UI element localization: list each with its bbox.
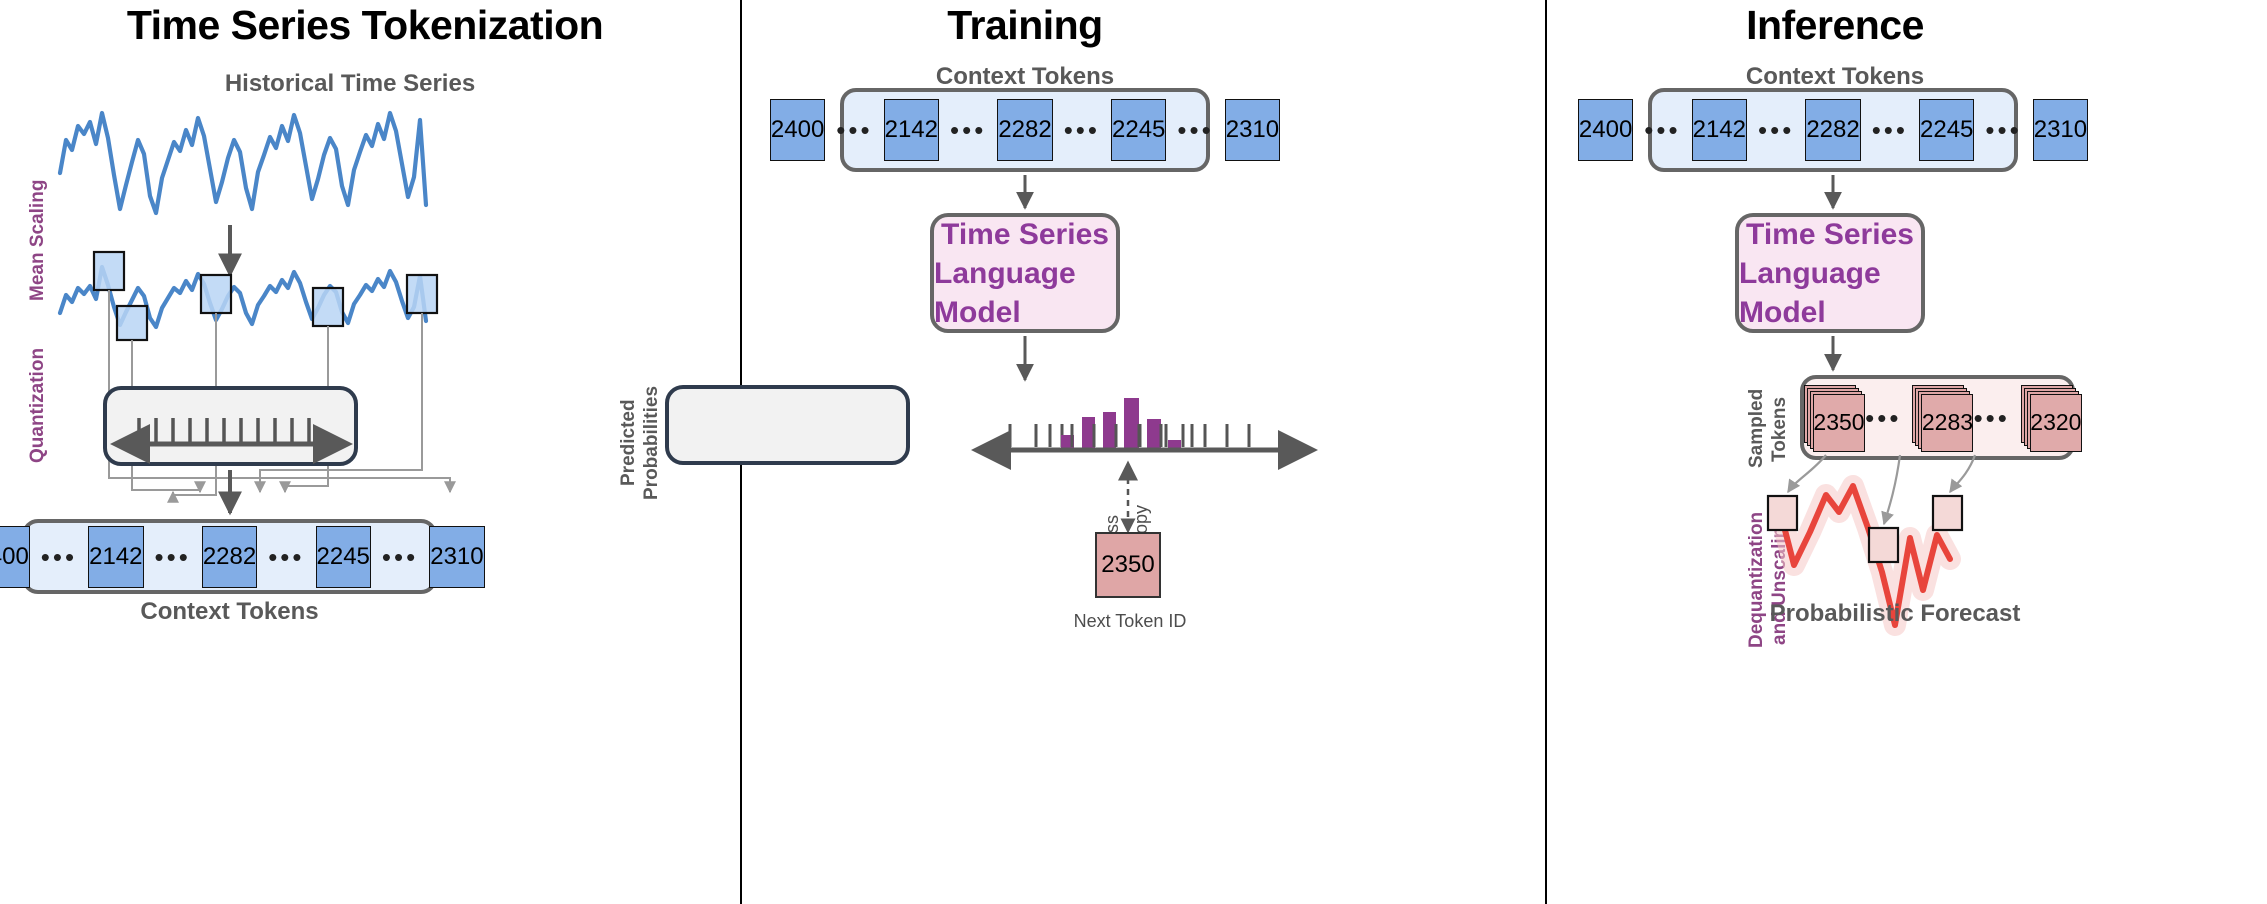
model-label-line1: Time Series <box>1746 217 1914 251</box>
token-chip[interactable]: 2142 <box>88 525 144 588</box>
sampled-to-forecast-connectors <box>1787 454 1977 526</box>
token-chip[interactable]: 2400 <box>769 99 826 161</box>
historical-series-label: Historical Time Series <box>224 70 476 97</box>
sampled-token-stack[interactable]: 2283 <box>1912 384 1974 452</box>
sampled-tokens-rail: 2350 ••• 2283 ••• 2320 <box>1800 375 2082 460</box>
predicted-probabilities-box <box>665 385 910 465</box>
token-chip[interactable]: 2282 <box>201 525 258 588</box>
panel-title-training: Training <box>947 2 1103 48</box>
model-label-line2: Language Model <box>934 256 1076 329</box>
context-tokens-rail-training: 2400 ••• 2142 ••• 2282 ••• 2245 ••• 2310 <box>769 88 1281 172</box>
sampled-token-value: 2283 <box>1921 393 1974 452</box>
token-chip[interactable]: 2310 <box>1224 99 1281 161</box>
token-chip[interactable]: 2142 <box>883 99 939 161</box>
token-chip[interactable]: 2282 <box>997 99 1053 161</box>
token-chip[interactable]: 2245 <box>1111 99 1167 161</box>
model-label-line1: Time Series <box>941 217 1109 251</box>
token-chip[interactable]: 2245 <box>315 525 371 588</box>
token-chip[interactable]: 2245 <box>1919 99 1975 161</box>
quantization-axis-graphics <box>110 418 353 516</box>
token-chip[interactable]: 2142 <box>1691 99 1747 161</box>
model-box-inference: Time Series Language Model <box>1735 213 1925 333</box>
panel-divider-2 <box>1545 0 1547 904</box>
sampled-token-value: 2320 <box>2029 393 2082 452</box>
token-chip[interactable]: 2310 <box>2032 99 2089 161</box>
context-tokens-rail-inference: 2400 ••• 2142 ••• 2282 ••• 2245 ••• 2310 <box>1577 88 2089 172</box>
next-token-chip[interactable]: 2350 <box>1095 532 1161 598</box>
token-chip[interactable]: 2310 <box>429 525 485 588</box>
historical-series-line <box>57 110 429 216</box>
context-tokens-caption-tokenization: Context Tokens <box>140 598 319 625</box>
model-box-training: Time Series Language Model <box>930 213 1120 333</box>
context-tokens-caption-training: Context Tokens <box>935 63 1115 90</box>
token-chip[interactable]: 2282 <box>1805 99 1861 161</box>
context-tokens-rail-tokenization: 2400 ••• 2142 ••• 2282 ••• 2245 ••• 2310 <box>0 519 485 594</box>
dequantized-value-boxes <box>1766 494 1964 564</box>
model-label-line2: Language Model <box>1739 256 1881 329</box>
panel-title-inference: Inference <box>1746 2 1924 48</box>
sampled-token-value: 2350 <box>1813 393 1865 452</box>
probabilistic-forecast-caption: Probabilistic Forecast <box>1769 600 2021 627</box>
sampled-token-stack[interactable]: 2350 <box>1804 384 1865 452</box>
token-chip[interactable]: 2400 <box>0 525 30 588</box>
context-tokens-caption-inference: Context Tokens <box>1745 63 1925 90</box>
token-chip[interactable]: 2400 <box>1577 99 1634 161</box>
sampled-token-stack[interactable]: 2320 <box>2020 384 2082 452</box>
tokenization-graphics <box>57 110 456 503</box>
panel-title-tokenization: Time Series Tokenization <box>126 2 604 48</box>
next-token-caption: Next Token ID <box>1073 611 1187 631</box>
